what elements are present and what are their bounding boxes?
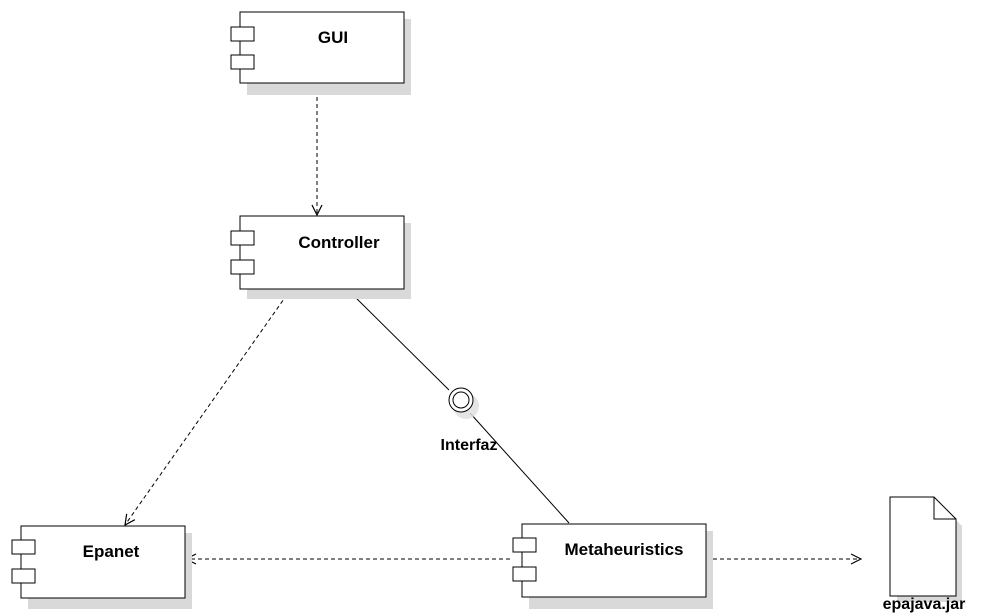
interface-label: Interfaz bbox=[441, 437, 498, 454]
component-icon bbox=[230, 26, 255, 70]
component-icon bbox=[230, 230, 255, 275]
file-corner-fold bbox=[933, 497, 956, 520]
interface-lollipop[interactable] bbox=[448, 387, 479, 419]
controller-component[interactable]: Controller bbox=[230, 215, 411, 299]
interface-ball bbox=[452, 391, 470, 409]
epanet-box bbox=[20, 525, 186, 599]
file-icon[interactable] bbox=[889, 496, 962, 602]
metaheuristics-label: Metaheuristics bbox=[564, 540, 683, 559]
gui-component[interactable]: GUI bbox=[230, 11, 411, 95]
artifact-label: epajava.jar bbox=[883, 596, 966, 613]
controller-to-epanet-dependency bbox=[125, 288, 292, 525]
gui-box bbox=[239, 11, 405, 84]
metaheuristics-component[interactable]: Metaheuristics bbox=[512, 523, 713, 609]
file-body bbox=[889, 496, 957, 597]
metaheuristics-box bbox=[521, 523, 707, 598]
component-icon bbox=[512, 537, 537, 582]
controller-to-interface-line bbox=[346, 288, 450, 391]
epanet-label: Epanet bbox=[83, 542, 140, 561]
interface-to-metaheuristics-line bbox=[469, 412, 570, 524]
component-icon bbox=[11, 539, 36, 584]
epanet-component[interactable]: Epanet bbox=[11, 525, 192, 609]
controller-box bbox=[239, 215, 405, 290]
gui-label: GUI bbox=[318, 28, 348, 47]
controller-label: Controller bbox=[298, 233, 380, 252]
